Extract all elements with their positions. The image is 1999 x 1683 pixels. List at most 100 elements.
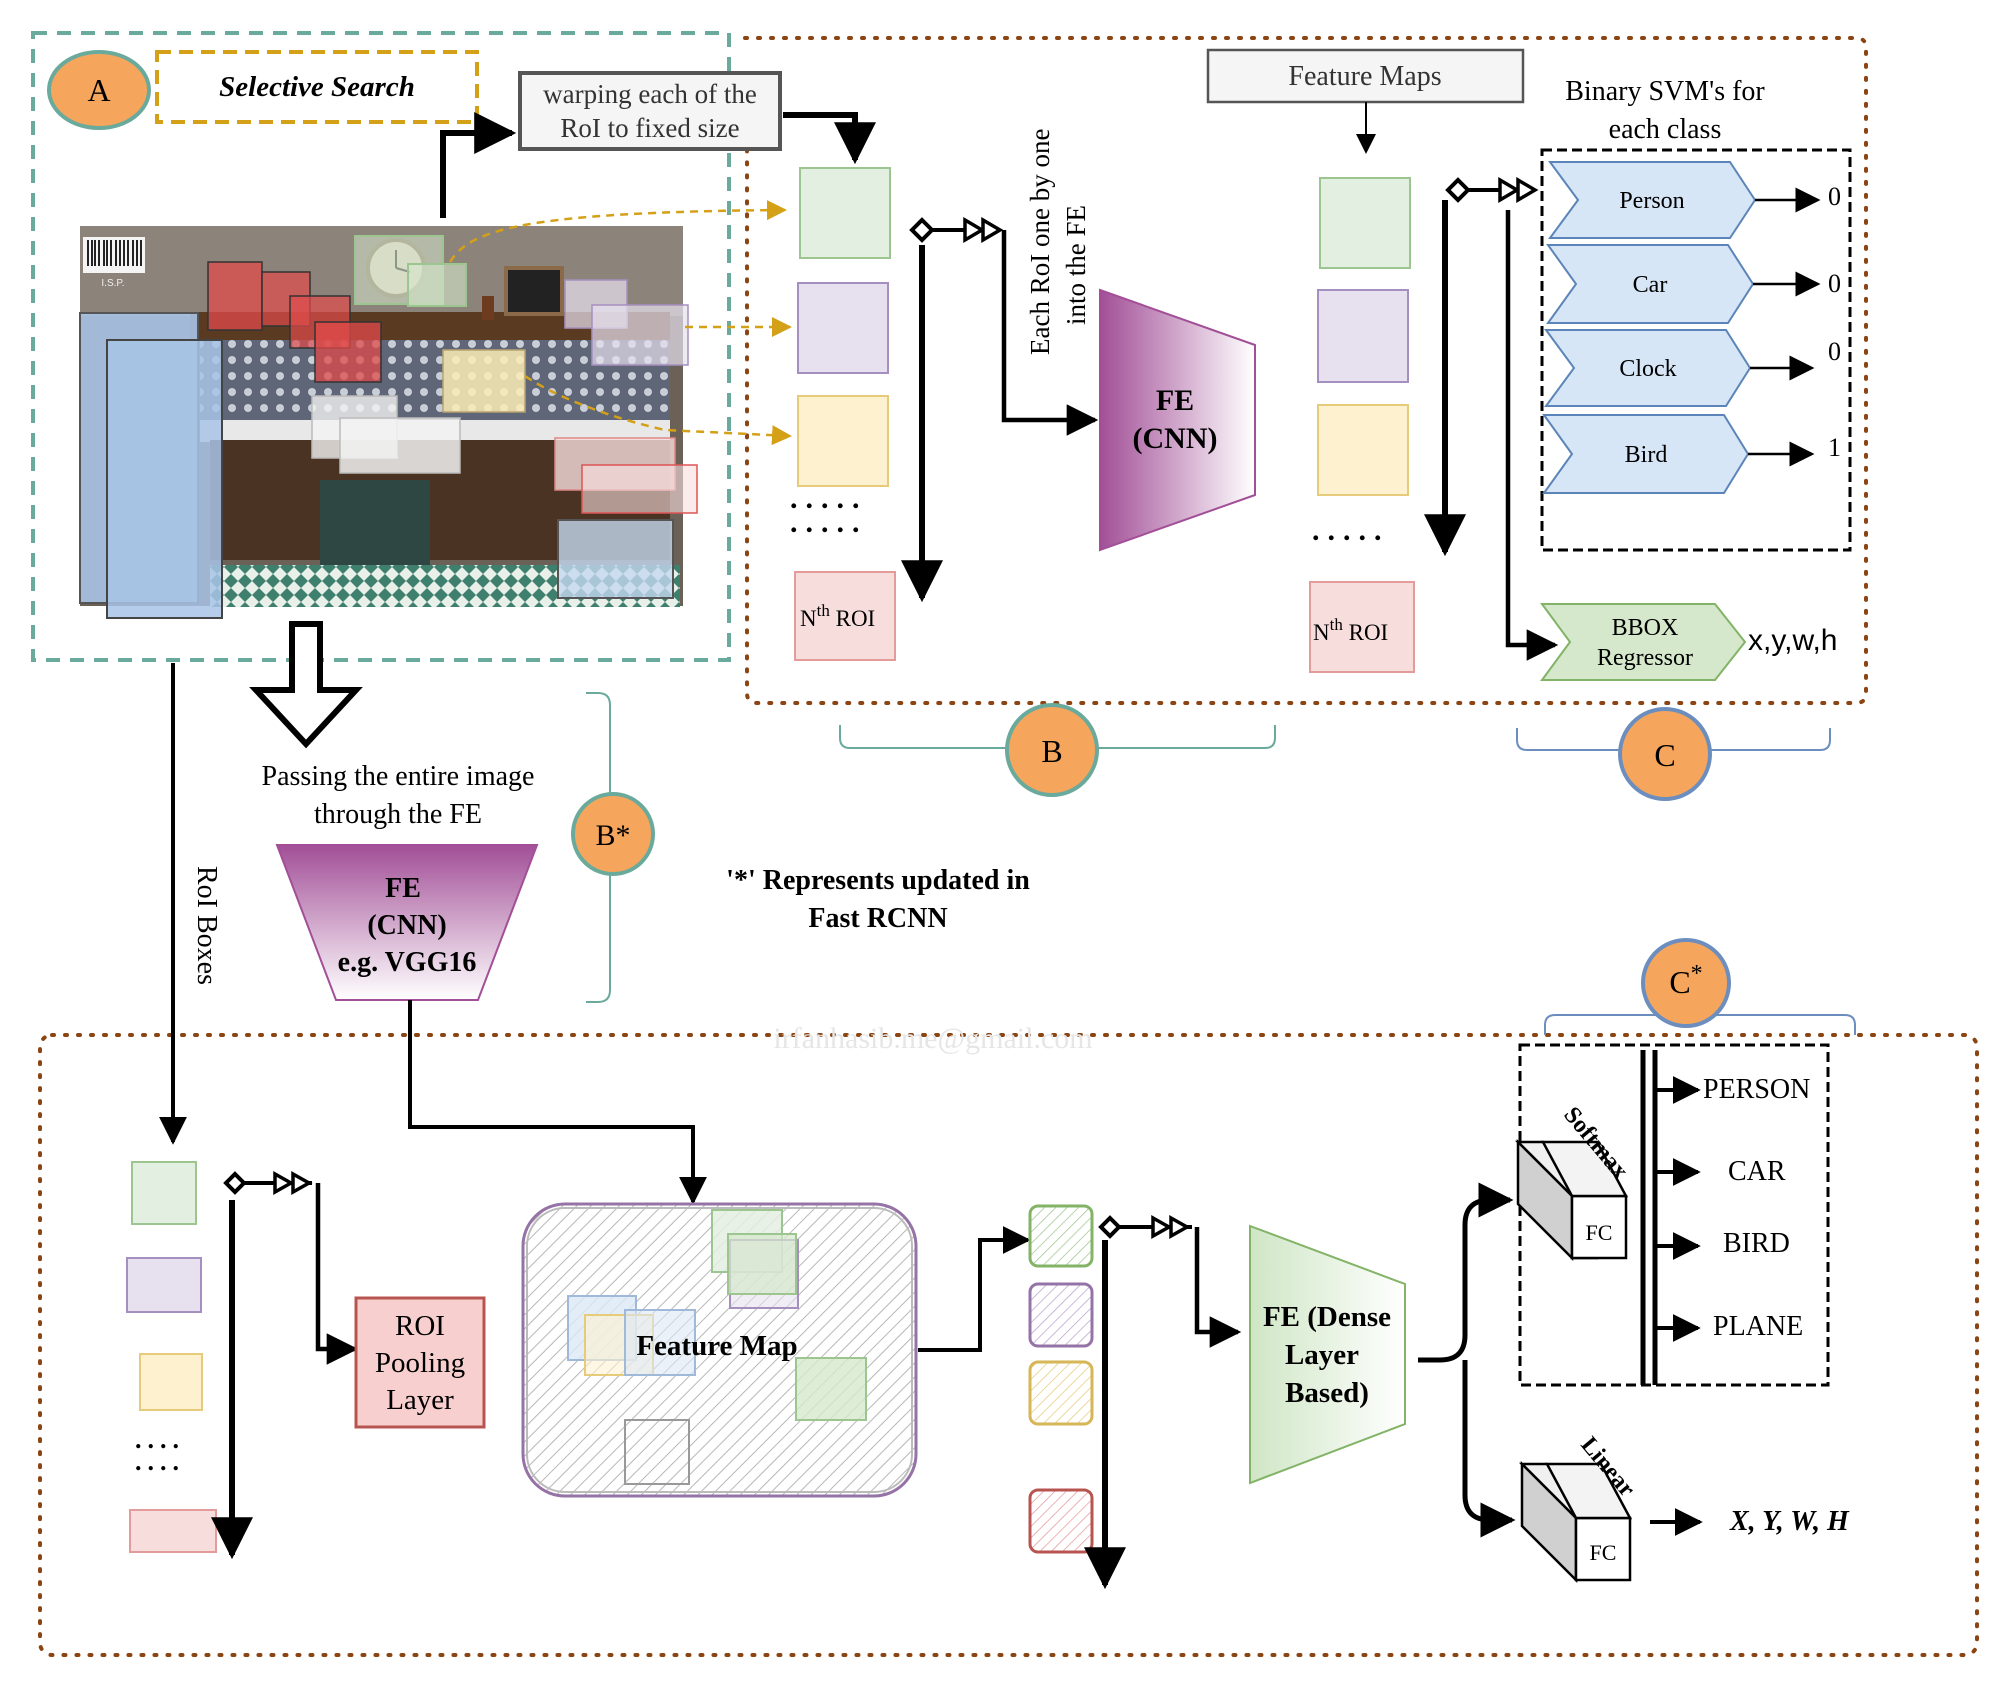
selective-search-box [155,50,479,124]
label-b-circle [1005,703,1099,797]
region-a-border [31,31,731,662]
pooled-yellow [1028,1360,1094,1426]
roi-crop-purple [797,282,889,374]
svg-text:0: 0 [1828,182,1841,211]
passing-label-1: Passing the entire image [262,761,535,792]
passing-label-2: through the FE [314,799,482,830]
class-plane: PLANE [1713,1311,1803,1342]
label-a-circle [47,50,151,130]
fast-roi-dots-2: .... [135,1447,185,1476]
fe-sub-b: (CNN) [1133,422,1218,455]
svm-car: Car 0 [1546,244,1841,324]
iterator-head-e-2 [1169,1215,1191,1239]
fc-linear-cube: FC [1518,1460,1633,1584]
arrow-to-pooled [918,1226,1031,1352]
fast-roi-green [131,1161,197,1225]
svm-title-1: Binary SVM's for [1565,76,1765,107]
svg-text:BBOX: BBOX [1612,615,1679,641]
iterator-head-b-1 [963,216,986,244]
hollow-down-arrow [249,621,363,749]
svg-text:FC: FC [1590,1540,1617,1565]
chalkboard [504,266,564,316]
kitchen-photo: I.S.P. [79,226,698,619]
arrow-fe-to-feature-map [408,1000,707,1205]
svm-clock: Clock 0 [1544,329,1841,407]
svm-title-2: each class [1609,114,1722,145]
warping-label-2: RoI to fixed size [560,113,739,143]
roi-pool-2: Pooling [375,1347,465,1379]
iterator-head-d-1 [273,1171,295,1195]
iterator-diamond-d [223,1171,247,1195]
label-c: C [1654,737,1675,773]
fe-fast-3: e.g. VGG16 [338,947,477,978]
class-person: PERSON [1703,1074,1810,1105]
arrow-to-dense [1194,1227,1242,1348]
warping-label-1: warping each of the [543,79,757,109]
iterator-head-c-1 [1498,176,1521,204]
iterator-head-c-2 [1516,176,1539,204]
branch-connector [1418,1182,1514,1363]
roi-pool-3: Layer [386,1384,454,1416]
region-b-c-border [743,36,1868,705]
fast-roi-pink [129,1509,217,1553]
svg-text:0: 0 [1828,269,1841,298]
svg-text:Car: Car [1633,272,1668,298]
photo-barcode-text: I.S.P. [101,278,124,289]
barcode-icon [83,237,145,273]
label-a: A [87,72,110,108]
arrow-to-fe-b [1001,230,1099,436]
fe-title-b: FE [1156,384,1194,417]
iterator-head-e-1 [1151,1215,1173,1239]
svm-bird: Bird 1 [1542,414,1841,494]
roi-crop-yellow [797,395,889,487]
label-b: B [1041,733,1062,769]
dense-2: Layer [1285,1339,1359,1371]
arrow-to-roi-pool [315,1183,359,1365]
roi-dots-b-2: ..... [790,506,868,539]
pooled-red [1028,1488,1094,1554]
warping-box [518,71,782,151]
label-b-star-circle [571,792,655,876]
fm-dots: ..... [1312,514,1390,547]
arrow-warping-to-rois [783,112,876,165]
feature-map-yellow [1317,404,1409,496]
feature-maps-box [1206,48,1525,104]
selective-search-label: Selective Search [219,71,415,103]
fe-cnn-b [1099,288,1256,552]
nth-roi-label-fm: Nth ROI [1313,615,1388,645]
svg-text:0: 0 [1828,337,1841,366]
feature-map-green [1319,177,1411,269]
nth-roi-box-fm [1309,581,1415,673]
arrow-to-bbox [1505,210,1559,661]
bbox-out-c: x,y,w,h [1748,624,1837,657]
fe-dense [1249,1224,1406,1485]
roi-dots-b: ..... [790,482,868,515]
arrow-image-to-warping [440,112,517,218]
gold-arrow-3 [524,374,792,446]
roi-pooling-layer [354,1296,486,1429]
feature-map [521,1202,918,1498]
iterator-head-b-2 [981,216,1004,244]
dense-3: Based) [1285,1377,1369,1409]
fast-rcnn-region-border [38,1033,1979,1657]
class-bird: BIRD [1723,1228,1790,1259]
label-c-circle [1618,707,1712,801]
svg-text:Clock: Clock [1619,356,1676,382]
svg-text:Regressor: Regressor [1597,645,1693,671]
fast-roi-purple [126,1257,202,1313]
dense-1: FE (Dense [1263,1301,1391,1333]
softmax-box [1518,1043,1830,1387]
roi-crop-green [799,167,891,259]
svg-text:FC: FC [1586,1220,1613,1245]
fe-fast-2: (CNN) [367,910,446,941]
label-c-star: C* [1669,961,1702,1000]
feature-map-purple [1317,289,1409,383]
fast-roi-dots-1: .... [135,1425,185,1454]
svg-text:Bird: Bird [1625,442,1668,468]
branch-connector-linear [1462,1360,1516,1538]
class-car: CAR [1728,1156,1786,1187]
bbox-regressor: BBOX Regressor [1540,603,1747,681]
svg-text:Person: Person [1619,188,1684,214]
fe-cnn-fast [275,844,539,1001]
